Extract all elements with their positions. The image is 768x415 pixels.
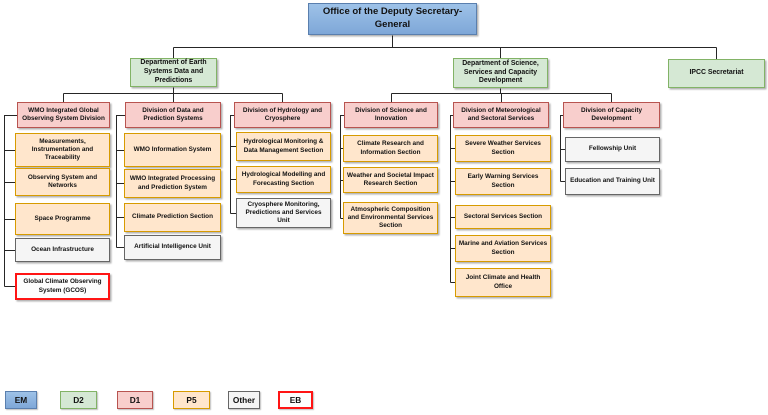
- node-division-capacity-dev: Division of Capacity Development: [563, 102, 660, 128]
- node-cryosphere-unit: Cryosphere Monitoring, Predictions and S…: [236, 198, 331, 228]
- node-joint-climate-health-office: Joint Climate and Health Office: [455, 268, 551, 297]
- node-measurements-instrumentation: Measurements, Instrumentation and Tracea…: [15, 133, 110, 167]
- node-hydro-modelling-section: Hydrological Modelling and Forecasting S…: [236, 166, 331, 193]
- node-education-training-unit: Education and Training Unit: [565, 168, 660, 195]
- legend-item-eb: EB: [278, 391, 313, 409]
- node-division-met-sectoral: Division of Meteorological and Sectoral …: [453, 102, 549, 128]
- legend-item-em: EM: [5, 391, 37, 409]
- node-climate-research-section: Climate Research and Information Section: [343, 135, 438, 162]
- node-dept-science-services: Department of Science, Services and Capa…: [453, 58, 548, 88]
- node-sectoral-services-section: Sectoral Services Section: [455, 205, 551, 229]
- node-artificial-intelligence-unit: Artificial Intelligence Unit: [124, 235, 221, 260]
- node-gcos: Global Climate Observing System (GCOS): [15, 273, 110, 300]
- node-early-warning-section: Early Warning Services Section: [455, 168, 551, 195]
- node-ocean-infrastructure: Ocean Infrastructure: [15, 238, 110, 262]
- node-wmo-information-system: WMO Information System: [124, 133, 221, 167]
- node-observing-system-networks: Observing System and Networks: [15, 168, 110, 196]
- node-dept-earth-systems: Department of Earth Systems Data and Pre…: [130, 58, 217, 87]
- node-space-programme: Space Programme: [15, 203, 110, 235]
- node-office-deputy-secretary-general: Office of the Deputy Secretary-General: [308, 3, 477, 35]
- node-division-wigos: WMO Integrated Global Observing System D…: [17, 102, 110, 128]
- node-division-data-prediction: Division of Data and Prediction Systems: [125, 102, 221, 128]
- node-marine-aviation-section: Marine and Aviation Services Section: [455, 235, 551, 262]
- legend-item-d1: D1: [117, 391, 153, 409]
- legend-item-other: Other: [228, 391, 260, 409]
- node-division-science-innovation: Division of Science and Innovation: [344, 102, 438, 128]
- node-climate-prediction-section: Climate Prediction Section: [124, 203, 221, 232]
- node-severe-weather-section: Severe Weather Services Section: [455, 135, 551, 162]
- node-division-hydrology-cryosphere: Division of Hydrology and Cryosphere: [234, 102, 331, 128]
- node-atmospheric-composition-section: Atmospheric Composition and Environmenta…: [343, 202, 438, 234]
- node-hydro-monitoring-section: Hydrological Monitoring & Data Managemen…: [236, 132, 331, 161]
- legend-item-p5: P5: [173, 391, 210, 409]
- node-fellowship-unit: Fellowship Unit: [565, 137, 660, 162]
- node-weather-societal-section: Weather and Societal Impact Research Sec…: [343, 167, 438, 193]
- node-wmo-integrated-processing: WMO Integrated Processing and Prediction…: [124, 169, 221, 198]
- legend-item-d2: D2: [60, 391, 97, 409]
- node-ipcc-secretariat: IPCC Secretariat: [668, 59, 765, 88]
